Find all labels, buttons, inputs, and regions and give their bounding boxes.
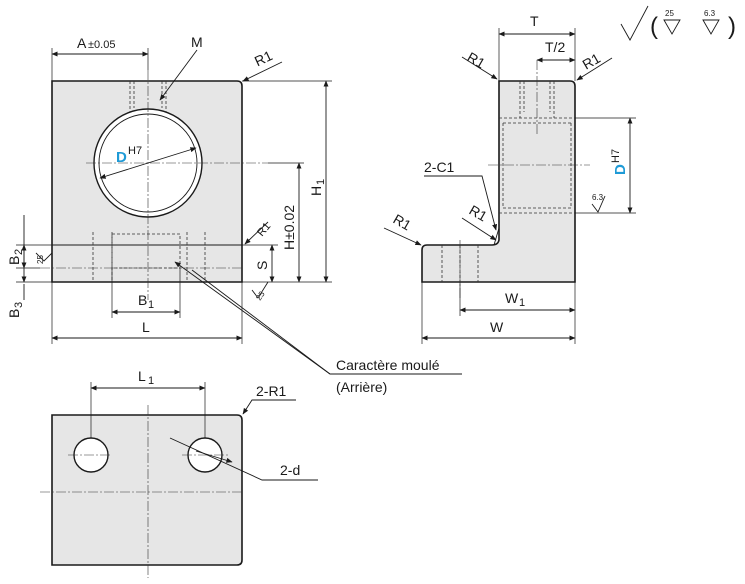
side-view	[383, 28, 636, 344]
b1-subscript: 1	[148, 299, 154, 311]
h1-subscript: 1	[315, 179, 327, 185]
bottom-body-outline	[51, 414, 243, 566]
molded-char-sub-label: (Arrière)	[336, 379, 387, 395]
side-d-label: D	[612, 164, 629, 175]
surface-roughness-header	[620, 5, 720, 41]
w1-subscript: 1	[519, 297, 525, 309]
side-body-outline	[421, 80, 576, 283]
roughness-63-header-label: 6.3	[704, 9, 716, 18]
roughness-63-symbol	[591, 195, 606, 213]
l1-subscript: 1	[148, 375, 154, 387]
roughness-25-header-label: 25	[665, 9, 674, 18]
roughness-25-label: 25	[36, 255, 45, 264]
s-label: S	[254, 261, 270, 270]
a-tolerance-label: ±0.05	[88, 39, 115, 51]
r1-base-label: R1	[255, 220, 273, 238]
l-label: L	[142, 319, 150, 335]
r1-label: R1	[252, 47, 275, 69]
t-half-label: T/2	[545, 39, 565, 55]
roughness-25-symbol	[663, 19, 681, 35]
r1-base-leader	[244, 221, 269, 245]
r1-label: R1	[580, 50, 604, 73]
a-dimension-label: A	[77, 35, 87, 51]
b2-label: B	[6, 256, 22, 265]
h-dimension-label: H±0.02	[281, 205, 297, 250]
r1-leader	[461, 56, 498, 80]
roughness-63-symbol	[702, 19, 720, 35]
r1-corner-label: 2-R1	[256, 383, 287, 399]
r1-label: R1	[465, 49, 489, 72]
r1-label: R1	[467, 202, 491, 225]
r1-label: R1	[391, 211, 415, 234]
roughness-25-label: 25	[254, 289, 267, 302]
roughness-paren-close: )	[728, 13, 736, 40]
b3-subscript: 3	[13, 302, 25, 308]
roughness-paren-open: (	[650, 13, 658, 40]
b2-subscript: 2	[13, 249, 25, 255]
t-label: T	[530, 13, 539, 29]
c1-label: 2-C1	[424, 159, 455, 175]
side-d-tol-label: H7	[610, 149, 622, 163]
m-label: M	[191, 34, 203, 50]
r1-corner-leader	[242, 399, 296, 415]
d-hole-label: 2-d	[280, 462, 300, 478]
molded-char-leader-2	[191, 269, 331, 375]
roughness-25-symbol	[35, 252, 53, 262]
roughness-63-label: 6.3	[592, 193, 604, 202]
r1-leader	[576, 57, 613, 81]
l1-label: L	[138, 368, 146, 384]
h1-label: H	[308, 186, 324, 196]
b3-label: B	[6, 309, 22, 318]
bore-diameter-dim	[99, 147, 197, 179]
bore-d-label: D	[116, 149, 127, 166]
r1-leader	[242, 61, 283, 82]
w-label: W	[490, 319, 504, 335]
roughness-main-symbol	[620, 5, 649, 41]
bore-tol-label: H7	[128, 145, 142, 157]
roughness-25-symbol	[251, 281, 269, 299]
b1-label: B	[138, 292, 147, 308]
w1-label: W	[505, 290, 519, 306]
front-view	[16, 48, 462, 375]
r1-leader	[383, 227, 422, 246]
m-leader	[159, 49, 198, 101]
molded-char-label: Caractère moulé	[336, 357, 440, 373]
bottom-view	[40, 382, 318, 578]
c1-leader	[424, 175, 498, 231]
d-hole-arrow	[195, 450, 233, 463]
r1-leader	[461, 217, 497, 241]
